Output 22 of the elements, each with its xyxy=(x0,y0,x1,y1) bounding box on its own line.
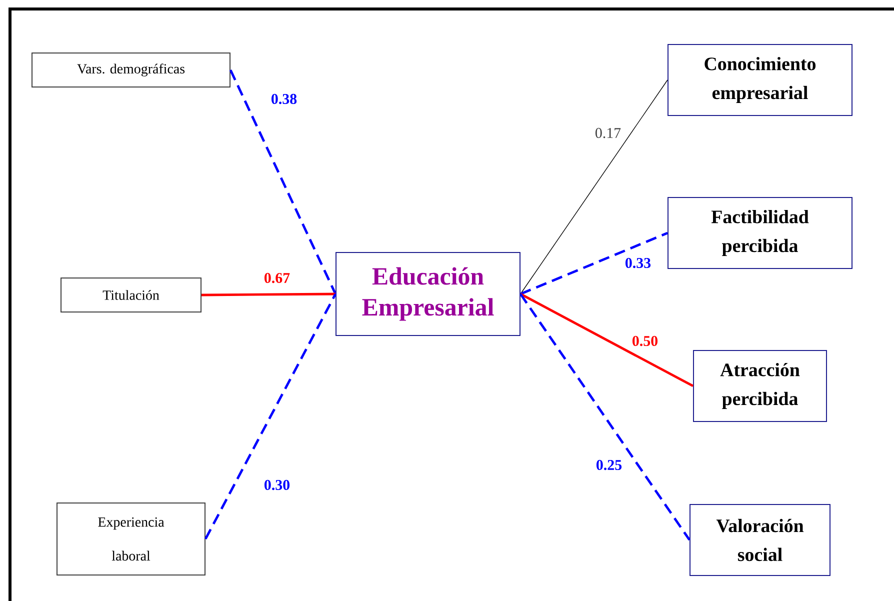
path-line xyxy=(520,293,690,541)
edge-label: 0.25 xyxy=(594,458,624,472)
variable-box: Educación Empresarial xyxy=(336,252,520,336)
variable-box: Conocimiento empresarial xyxy=(668,44,852,116)
path-line xyxy=(202,292,336,296)
edge-label: 0.67 xyxy=(262,272,292,284)
variable-box: Factibilidad percibida xyxy=(668,197,852,269)
edge-label: 0.50 xyxy=(630,334,660,348)
edge-label: 0.38 xyxy=(270,92,298,106)
path-line xyxy=(204,293,337,540)
variable-box: Titulación xyxy=(60,278,202,312)
edge-label: 0.33 xyxy=(624,256,652,270)
variable-box: Atracción percibida xyxy=(693,350,827,422)
path-line xyxy=(229,69,337,294)
path-line xyxy=(520,80,668,294)
edge-label: 0.30 xyxy=(262,478,292,492)
edge-label: 0.17 xyxy=(594,126,622,140)
variable-box: Vars. demográficas xyxy=(32,52,230,88)
path-line xyxy=(520,232,668,296)
path-line xyxy=(520,292,694,388)
variable-box: Experiencia laboral xyxy=(56,502,206,576)
variable-box: Valoración social xyxy=(690,504,830,576)
